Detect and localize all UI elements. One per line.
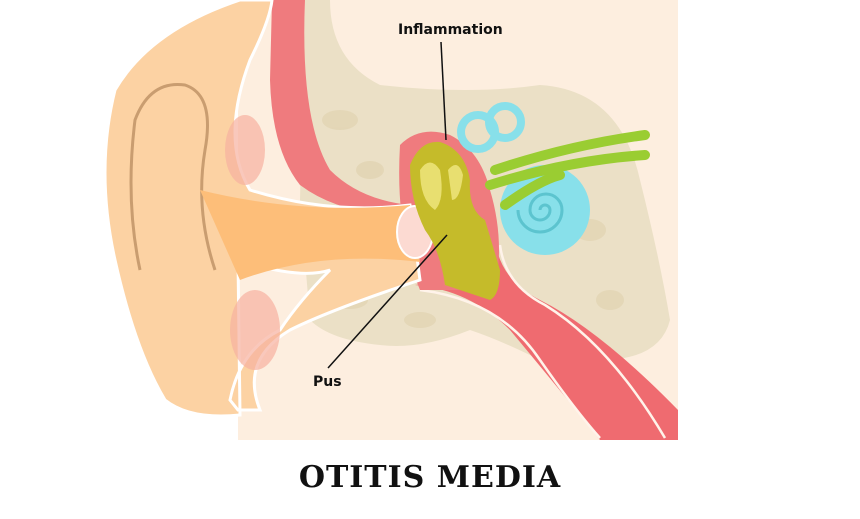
- diagram-title: OTITIS MEDIA: [298, 460, 562, 495]
- nerve: [485, 130, 650, 210]
- cartilage-texture: [225, 115, 280, 370]
- inflammation-leader-line: [440, 41, 447, 141]
- semicircular-canals: [457, 102, 525, 153]
- ear-canal: [200, 190, 420, 280]
- pus-label: Pus: [313, 374, 342, 390]
- ear-canal-wall: [270, 0, 410, 215]
- inflammation-label: Inflammation: [398, 22, 503, 38]
- pus-leader-line: [327, 234, 448, 369]
